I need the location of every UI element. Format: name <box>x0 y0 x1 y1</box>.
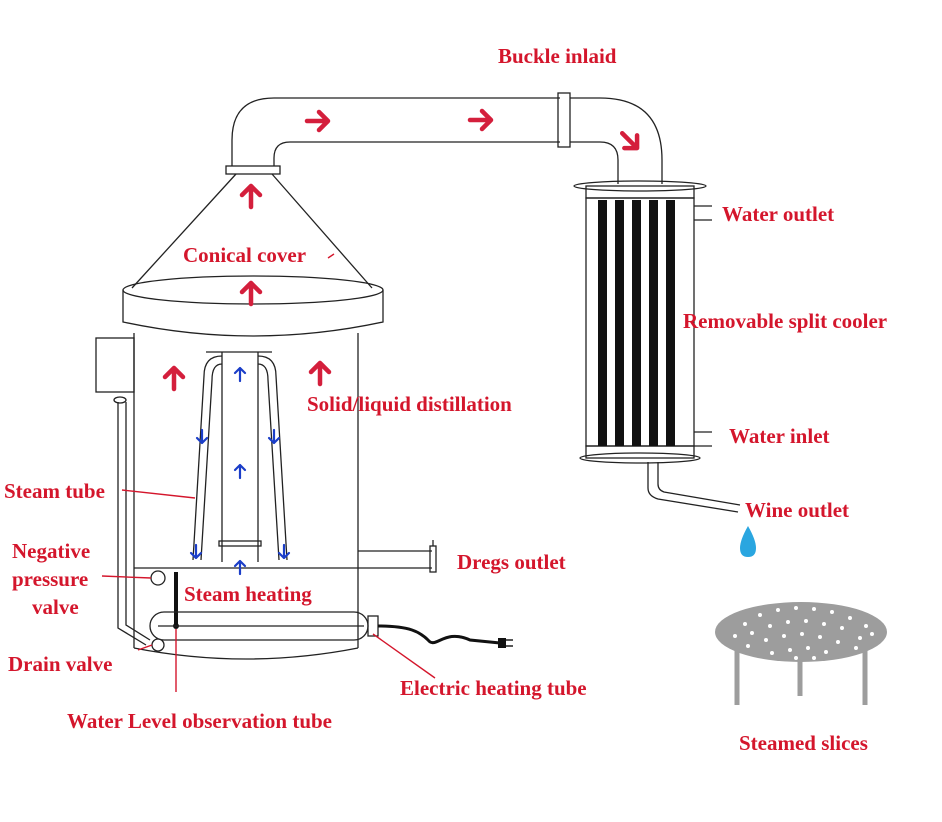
electric-heating-tube-leader <box>372 633 436 679</box>
negative-pressure-valve-label-line-2: pressure <box>12 567 88 591</box>
tube-flow-arrow-right-bottom <box>277 543 291 560</box>
drain-valve-knob <box>151 638 165 652</box>
steam-flow-arrows <box>162 108 640 392</box>
steamed-slices-label: Steamed slices <box>739 731 868 755</box>
pipe-flow-arrow-1 <box>304 109 331 133</box>
cone-flow-arrow-top <box>239 183 263 210</box>
cone-top-flange <box>225 165 281 175</box>
wine-droplet-icon <box>740 526 756 557</box>
pipe-flow-arrow-2 <box>467 108 494 132</box>
negative-pressure-valve-leader <box>101 575 152 579</box>
tube-flow-arrow-left-bottom <box>189 543 203 560</box>
steam-tube-assembly <box>192 351 288 562</box>
water-inlet-label: Water inlet <box>729 424 830 448</box>
control-box <box>95 337 135 393</box>
drain-valve-leader <box>137 644 153 651</box>
water-flow-arrows <box>189 366 291 576</box>
water-outlet-label: Water outlet <box>722 202 834 226</box>
connecting-pipe <box>225 92 663 184</box>
vessel-flow-arrow-right <box>308 360 332 387</box>
buckle-inlaid-label: Buckle inlaid <box>498 44 617 68</box>
electric-heating-tube-label: Electric heating tube <box>400 676 587 700</box>
conical-cover-label: Conical cover <box>183 243 306 267</box>
steam-heating-label: Steam heating <box>184 582 312 606</box>
steam-tube-leader <box>121 489 196 499</box>
tube-flow-arrow-center-top <box>233 366 247 383</box>
cone-flow-arrow-mid <box>239 280 263 307</box>
steam-tube-label: Steam tube <box>4 479 105 503</box>
distillation-vessel <box>95 333 359 660</box>
removable-split-cooler-label: Removable split cooler <box>683 309 887 333</box>
tube-flow-arrow-center-bottom <box>233 559 247 576</box>
dregs-outlet-label: Dregs outlet <box>457 550 566 574</box>
water-level-observation-tube-label: Water Level observation tube <box>67 709 332 733</box>
pipe-flow-arrow-3 <box>619 130 640 151</box>
tube-flow-arrow-right-mid <box>267 428 281 445</box>
steamed-slices-tray <box>715 602 887 705</box>
dregs-outlet-pipe <box>358 540 437 573</box>
labels: Buckle inlaid Conical cover Water outlet… <box>4 44 887 755</box>
wine-outlet-label: Wine outlet <box>745 498 849 522</box>
tube-flow-arrow-center-mid <box>233 463 247 480</box>
conical-cover-leader <box>327 253 335 259</box>
negative-pressure-valve-label-line-1: Negative <box>12 539 90 563</box>
leader-lines <box>101 253 436 692</box>
negative-pressure-valve-knob <box>150 570 166 586</box>
tube-flow-arrow-left-mid <box>195 428 209 445</box>
buckle-inlaid-flange <box>557 92 571 148</box>
drain-valve-label: Drain valve <box>8 652 112 676</box>
cooler-tubes <box>598 200 675 446</box>
solid-liquid-distillation-label: Solid/liquid distillation <box>307 392 512 416</box>
split-cooler <box>573 180 741 513</box>
negative-pressure-valve-label-line-3: valve <box>32 595 79 619</box>
vessel-flow-arrow-left <box>162 365 186 392</box>
